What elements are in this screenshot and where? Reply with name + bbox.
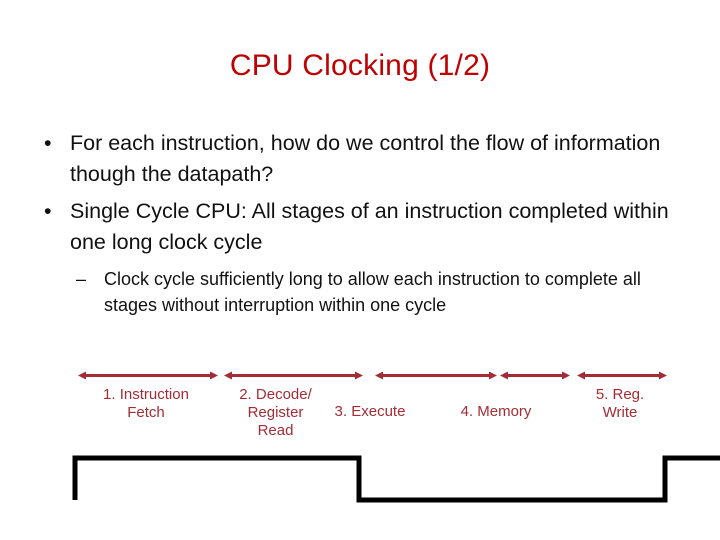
bullet-text: For each instruction, how do we control … [70, 131, 661, 186]
clock-waveform [0, 450, 720, 540]
stage-label-1-line-1: 1. Instruction [103, 386, 189, 403]
stage-label-1-line-2: Fetch [127, 404, 165, 421]
bullet-marker: • [44, 199, 52, 223]
cpu-stage-timing-diagram: 1. Instruction Fetch 2. Decode/ Register… [0, 360, 720, 540]
stage-label-2-line-3: Read [257, 422, 294, 439]
stage-arrow-3 [375, 370, 497, 381]
stage-arrow-4 [500, 370, 570, 381]
stage-label-4: 4. Memory [436, 403, 556, 421]
bullet-marker: • [44, 131, 52, 155]
slide-body: • For each instruction, how do we contro… [0, 128, 720, 318]
stage-label-5-line-1: 5. Reg. [595, 386, 645, 403]
stage-arrow-2 [224, 370, 363, 381]
sub-bullet-item-1: – Clock cycle sufficiently long to allow… [0, 266, 720, 318]
stage-arrow-5 [577, 370, 667, 381]
stage-label-4-line-1: 4. Memory [460, 403, 532, 420]
stage-label-3-line-1: 3. Execute [334, 403, 406, 420]
stage-label-5: 5. Reg. Write [565, 386, 675, 422]
sub-bullet-marker: – [76, 269, 87, 289]
bullet-text: Single Cycle CPU: All stages of an instr… [70, 199, 669, 254]
stage-label-5-line-2: Write [602, 404, 638, 421]
page-title: CPU Clocking (1/2) [229, 49, 491, 82]
sub-bullet-text: Clock cycle sufficiently long to allow e… [104, 269, 641, 315]
stage-label-2-line-2: Register [247, 404, 304, 421]
bullet-item-2: • Single Cycle CPU: All stages of an ins… [0, 196, 720, 258]
stage-label-3: 3. Execute [310, 403, 430, 421]
stage-label-1: 1. Instruction Fetch [60, 386, 232, 422]
bullet-item-1: • For each instruction, how do we contro… [0, 128, 720, 190]
stage-label-2: 2. Decode/ Register Read [213, 386, 338, 440]
stage-arrow-1 [78, 370, 218, 381]
stage-label-2-line-1: 2. Decode/ [239, 386, 312, 403]
